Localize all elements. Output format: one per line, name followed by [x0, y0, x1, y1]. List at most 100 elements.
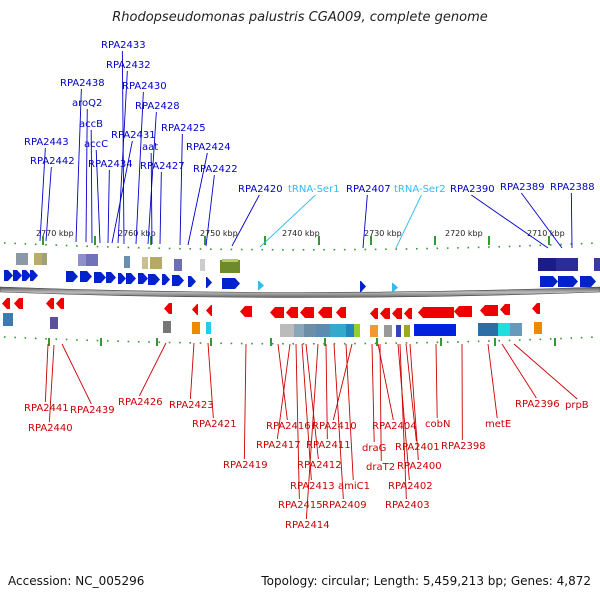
forward-gene-arrow	[30, 270, 38, 281]
scale-dot	[529, 244, 531, 247]
reverse-gene-arrow	[380, 308, 390, 319]
gene-label: aat	[142, 142, 158, 153]
reverse-gene-arrow	[56, 298, 64, 309]
scale-dot	[385, 248, 387, 251]
forward-gene-arrow	[172, 275, 184, 286]
leader-line	[39, 147, 46, 242]
scale-dot	[333, 342, 336, 345]
gene-feature-box	[384, 325, 392, 337]
reverse-gene-arrow	[192, 304, 198, 315]
leader-line	[243, 343, 247, 460]
scale-dot	[354, 248, 356, 251]
gene-label: RPA2403	[385, 500, 430, 511]
scale-dot	[271, 342, 274, 345]
scale-dot	[76, 245, 78, 247]
scale-dot	[364, 248, 367, 251]
scale-dot	[343, 248, 346, 251]
gene-feature-box	[354, 324, 360, 337]
gene-label: RPA2413	[290, 481, 335, 492]
gene-label: RPA2409	[322, 500, 367, 511]
gene-label: RPA2426	[118, 397, 163, 408]
scale-major-tick	[264, 236, 266, 245]
gene-label: RPA2388	[550, 182, 595, 193]
gene-label: RPA2402	[388, 481, 433, 492]
gene-feature-box	[86, 254, 98, 266]
scale-dot	[467, 340, 470, 343]
scale-dot	[539, 338, 542, 341]
gene-label: RPA2400	[397, 461, 442, 472]
forward-gene-arrow	[188, 276, 196, 287]
trna-arrow	[392, 283, 398, 292]
leader-line	[159, 171, 162, 245]
scale-dot	[302, 248, 305, 251]
reverse-gene-arrow	[270, 307, 284, 318]
scale-dot	[560, 337, 562, 340]
gene-feature-box	[316, 324, 330, 337]
gene-label: accC	[84, 139, 108, 150]
leader-line	[277, 343, 288, 421]
scale-dot	[436, 247, 439, 250]
gene-label: RPA2411	[306, 440, 351, 451]
scale-major-tick	[370, 236, 372, 245]
gene-feature-box	[150, 257, 162, 269]
leader-line	[48, 344, 55, 423]
scale-dot	[45, 337, 47, 340]
gene-label: RPA2439	[70, 405, 115, 416]
gene-feature-box	[556, 258, 578, 271]
gene-label: RPA2423	[169, 400, 214, 411]
gene-feature-box	[304, 324, 316, 337]
scale-dot	[220, 248, 222, 251]
ruler-label: 2730 kbp	[364, 229, 402, 238]
gene-label: draG	[362, 443, 386, 454]
leader-line	[259, 194, 316, 248]
scale-major-tick	[94, 236, 96, 245]
scale-dot	[539, 244, 542, 247]
leader-line	[295, 343, 300, 500]
scale-major-tick	[42, 236, 44, 245]
scale-major-tick	[48, 338, 50, 346]
scale-major-tick	[494, 338, 496, 346]
gene-feature-box	[594, 258, 600, 271]
gene-label: tRNA-Ser2	[394, 184, 446, 195]
scale-dot	[45, 243, 47, 246]
scale-dot	[251, 248, 253, 251]
forward-gene-arrow	[580, 276, 596, 287]
gene-label: RPA2407	[346, 184, 391, 195]
leader-line	[570, 192, 573, 249]
scale-dot	[354, 342, 356, 345]
forward-gene-arrow	[148, 274, 160, 285]
scale-dot	[34, 337, 37, 340]
leader-line	[135, 91, 144, 245]
scale-major-tick	[156, 338, 158, 346]
trna-arrow	[258, 281, 264, 290]
scale-dot	[292, 342, 294, 345]
gene-feature-box	[78, 254, 88, 266]
gene-label: tRNA-Ser1	[288, 184, 340, 195]
gene-feature-box	[414, 324, 456, 336]
scale-dot	[477, 246, 480, 249]
scale-dot	[549, 338, 552, 340]
reverse-gene-arrow	[532, 303, 540, 314]
ruler-label: 2770 kbp	[36, 229, 74, 238]
reverse-gene-arrow	[240, 306, 252, 317]
gene-feature-box	[200, 259, 205, 271]
scale-major-tick	[548, 236, 550, 245]
gene-label: RPA2396	[515, 399, 560, 410]
leader-line	[85, 108, 88, 243]
gene-label: RPA2416	[266, 421, 311, 432]
leader-line	[487, 343, 498, 419]
gene-label: metE	[485, 419, 511, 430]
leader-line	[332, 343, 353, 421]
scale-dot	[446, 341, 449, 343]
scale-dot	[570, 337, 573, 339]
gene-feature-box	[142, 257, 148, 269]
scale-dot	[14, 336, 16, 339]
scale-dot	[4, 242, 6, 244]
scale-dot	[302, 342, 305, 345]
gene-feature-box	[124, 256, 130, 268]
scale-dot	[179, 341, 181, 344]
scale-dot	[189, 248, 191, 250]
scale-dot	[343, 342, 346, 345]
scale-dot	[168, 247, 171, 250]
